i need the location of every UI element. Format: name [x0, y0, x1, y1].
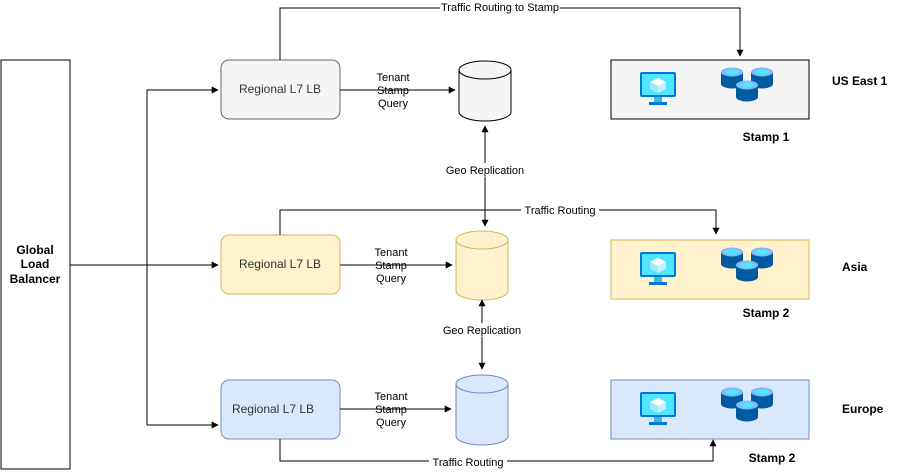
region-name: Asia [842, 260, 868, 274]
global-lb-line3: Balancer [10, 272, 61, 286]
region-us-east-1: Regional L7 LB Tenant Stamp Query Traffi… [220, 1, 888, 144]
region-europe: Regional L7 LB Tenant Stamp Query Traffi… [220, 374, 884, 469]
query-label-line3: Query [376, 273, 406, 285]
query-label-line1: Tenant [376, 72, 409, 84]
stamp-label: Stamp 2 [743, 306, 790, 320]
global-lb-line2: Load [21, 257, 50, 271]
geo-replication-1: Geo Replication [444, 125, 526, 227]
region-name: Europe [842, 402, 884, 416]
geo-replication-label: Geo Replication [443, 325, 521, 337]
regional-lb-label: Regional L7 LB [232, 402, 314, 416]
regional-lb-label: Regional L7 LB [239, 82, 321, 96]
database-icon [455, 230, 509, 301]
global-lb-connectors [70, 86, 219, 429]
stamp-label: Stamp 2 [749, 451, 796, 465]
routing-label: Traffic Routing to Stamp [441, 2, 559, 14]
geo-replication-label: Geo Replication [446, 165, 524, 177]
query-label-line2: Stamp [375, 260, 407, 272]
region-name: US East 1 [832, 74, 888, 88]
stamp-label: Stamp 1 [743, 130, 790, 144]
regional-lb-label: Regional L7 LB [239, 257, 321, 271]
query-label-line1: Tenant [374, 391, 407, 403]
geo-replication-2: Geo Replication [441, 299, 523, 370]
query-label-line2: Stamp [375, 404, 407, 416]
database-icon [458, 60, 512, 122]
query-label-line3: Query [376, 417, 406, 429]
query-label-line1: Tenant [374, 247, 407, 259]
routing-label: Traffic Routing [433, 457, 504, 469]
global-lb-line1: Global [16, 243, 53, 257]
database-icon [455, 374, 509, 446]
query-label-line3: Query [378, 98, 408, 110]
routing-label: Traffic Routing [525, 205, 596, 217]
global-load-balancer: Global Load Balancer [0, 59, 71, 470]
region-asia: Regional L7 LB Tenant Stamp Query Traffi… [220, 203, 868, 320]
query-label-line2: Stamp [377, 85, 409, 97]
